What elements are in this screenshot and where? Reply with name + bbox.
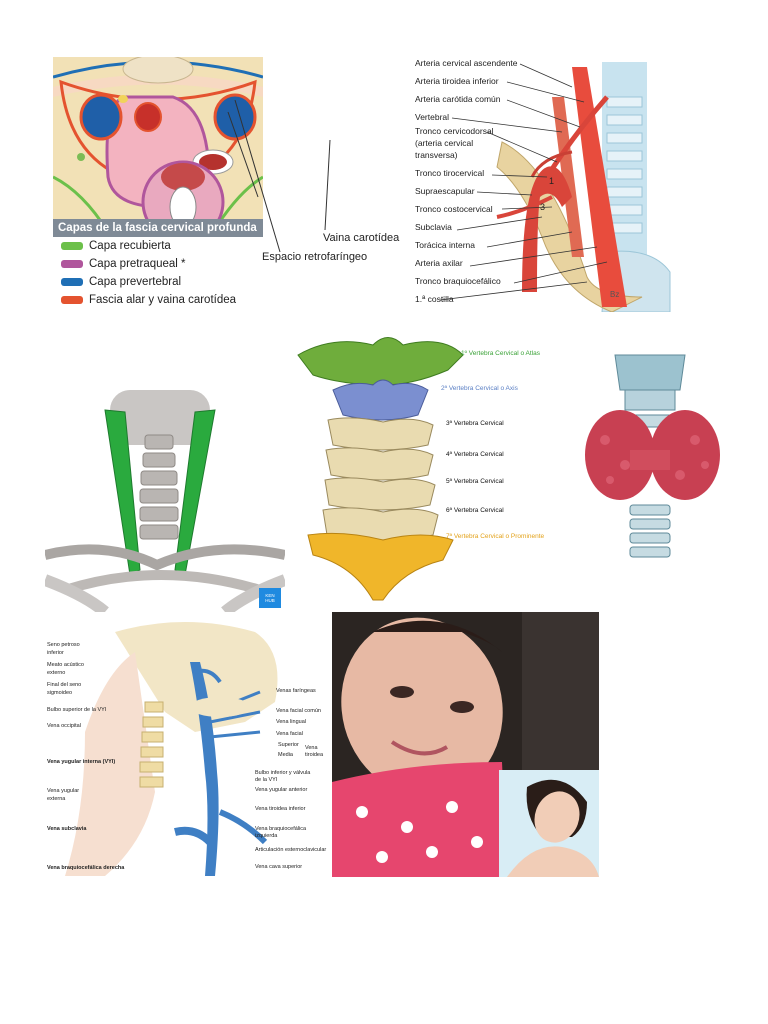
vertebrae-panel: 1º Vertebra Cervical o Atlas 2ª Vertebra … bbox=[293, 330, 583, 602]
fascia-cross-section: Capas de la fascia cervical profunda Cap… bbox=[53, 57, 263, 312]
legend-swatch bbox=[61, 260, 83, 268]
artery-label: transversa) bbox=[415, 150, 458, 160]
fascia-leaders bbox=[234, 100, 331, 253]
vein-left-label: externa bbox=[47, 796, 66, 802]
vein-left-label: Final del seno bbox=[47, 682, 82, 688]
artery-label: Supraescapular bbox=[415, 186, 475, 196]
legend-item: Capa prevertebral bbox=[53, 273, 263, 291]
vein-left-label: inferior bbox=[47, 650, 64, 656]
kenhub-logo: KEN HUB bbox=[265, 593, 275, 603]
vein-right-label: Venas faríngeas bbox=[276, 688, 316, 694]
artery-label: Tronco braquiocefálico bbox=[415, 276, 501, 286]
vein-right-label: Vena tiroidea inferior bbox=[255, 806, 306, 812]
vein-left-label: Seno petroso bbox=[47, 642, 80, 648]
legend-item: Capa recubierta bbox=[53, 237, 263, 255]
vein-right-label: Vena cava superior bbox=[255, 864, 303, 870]
vein-left-label: Vena occipital bbox=[47, 723, 81, 729]
arteries-diagram: 1 3 Bz bbox=[439, 62, 671, 312]
neck-muscle-illustration bbox=[45, 390, 285, 612]
artery-label: Tronco cervicodorsal bbox=[415, 126, 494, 136]
vertebra-label: 2ª Vertebra Cervical o Axis bbox=[441, 385, 518, 392]
vertebra-label: 6ª Vertebra Cervical bbox=[446, 507, 504, 514]
vertebra-label: 7ª Vertebra Cervical o Prominente bbox=[446, 533, 545, 540]
legend-label: Capa prevertebral bbox=[89, 276, 182, 288]
vein-right-label: Bulbo inferior y válvula bbox=[255, 770, 311, 776]
vertebrae-illustration bbox=[297, 337, 464, 601]
vein-right-label: Vena braquiocefálica bbox=[255, 826, 307, 832]
artery-label: Vertebral bbox=[415, 112, 450, 122]
legend-item: Fascia alar y vaina carotídea bbox=[53, 291, 263, 309]
vein-left-label: sigmoideo bbox=[47, 690, 73, 696]
artery-label: Subclavia bbox=[415, 222, 452, 232]
legend-label: Capa pretraqueal * bbox=[89, 258, 186, 270]
legend-swatch bbox=[61, 242, 83, 250]
neck-muscle-panel: KEN HUB bbox=[45, 390, 285, 612]
vein-left-label: Vena subclavia bbox=[47, 826, 87, 832]
thyroid-panel bbox=[585, 345, 768, 567]
vertebra-label: 1º Vertebra Cervical o Atlas bbox=[461, 350, 540, 357]
vertebra-label: 5ª Vertebra Cervical bbox=[446, 478, 504, 485]
vein-left-label: Meato acústico bbox=[47, 662, 84, 668]
legend-label: Fascia alar y vaina carotídea bbox=[89, 294, 237, 306]
legend-swatch bbox=[61, 296, 83, 304]
vertebra-label: 3ª Vertebra Cervical bbox=[446, 420, 504, 427]
rib-number-1: 1 bbox=[549, 176, 554, 186]
vein-left-label: Vena braquiocefálica derecha bbox=[47, 865, 125, 871]
artery-label: Torácica interna bbox=[415, 240, 476, 250]
vein-right-label: de la VYI bbox=[255, 777, 278, 783]
artery-label: Tronco costocervical bbox=[415, 204, 493, 214]
legend-label: Capa recubierta bbox=[89, 240, 171, 252]
artery-label: (arteria cervical bbox=[415, 138, 474, 148]
vein-right-label: Vena facial bbox=[276, 731, 303, 737]
legend-swatch bbox=[61, 278, 83, 286]
vein-right-label: Media bbox=[278, 752, 293, 758]
vertebra-label: 4ª Vertebra Cervical bbox=[446, 451, 504, 458]
rib-number-3: 3 bbox=[540, 202, 545, 212]
fascia-diagram bbox=[53, 57, 263, 312]
vertebra-labels: 1º Vertebra Cervical o Atlas 2ª Vertebra … bbox=[441, 330, 583, 602]
artery-label: 1.ª costilla bbox=[415, 294, 454, 304]
legend-title: Capas de la fascia cervical profunda bbox=[53, 219, 263, 237]
vein-right-label: tiroidea bbox=[305, 752, 324, 758]
artery-label: Tronco tirocervical bbox=[415, 168, 485, 178]
artery-label: Arteria axilar bbox=[415, 258, 463, 268]
corner-tag: Bz bbox=[610, 290, 619, 299]
artery-label: Arteria carótida común bbox=[415, 94, 501, 104]
veins-illustration bbox=[65, 622, 278, 876]
vein-left-label: Vena yugular bbox=[47, 788, 80, 794]
vein-right-label: Vena facial común bbox=[276, 708, 321, 714]
legend-box: Capas de la fascia cervical profunda Cap… bbox=[53, 219, 263, 312]
vein-right-label: Vena bbox=[305, 745, 318, 751]
vein-right-label: Superior bbox=[278, 742, 299, 748]
label-vaina-carotidea: Vaina carotídea bbox=[323, 232, 400, 244]
legend-item: Capa pretraqueal * bbox=[53, 255, 263, 273]
vein-right-label: izquierda bbox=[255, 833, 278, 839]
thyroid-illustration bbox=[585, 354, 720, 558]
vein-left-label: Vena yugular interna (VYI) bbox=[47, 759, 116, 765]
vein-right-label: Vena lingual bbox=[276, 719, 306, 725]
vein-right-label: Articulación esternoclavicular bbox=[255, 847, 327, 853]
torticollis-photo bbox=[332, 612, 599, 877]
vein-left-label: Bulbo superior de la VYI bbox=[47, 707, 107, 713]
vein-right-label: Vena yugular anterior bbox=[255, 787, 308, 793]
artery-label: Arteria cervical ascendente bbox=[415, 58, 518, 68]
baby-photo bbox=[332, 612, 599, 877]
artery-label: Arteria tiroidea inferior bbox=[415, 76, 499, 86]
label-espacio-retrofaringeo: Espacio retrofaríngeo bbox=[262, 251, 368, 263]
vein-left-label: externo bbox=[47, 670, 66, 676]
